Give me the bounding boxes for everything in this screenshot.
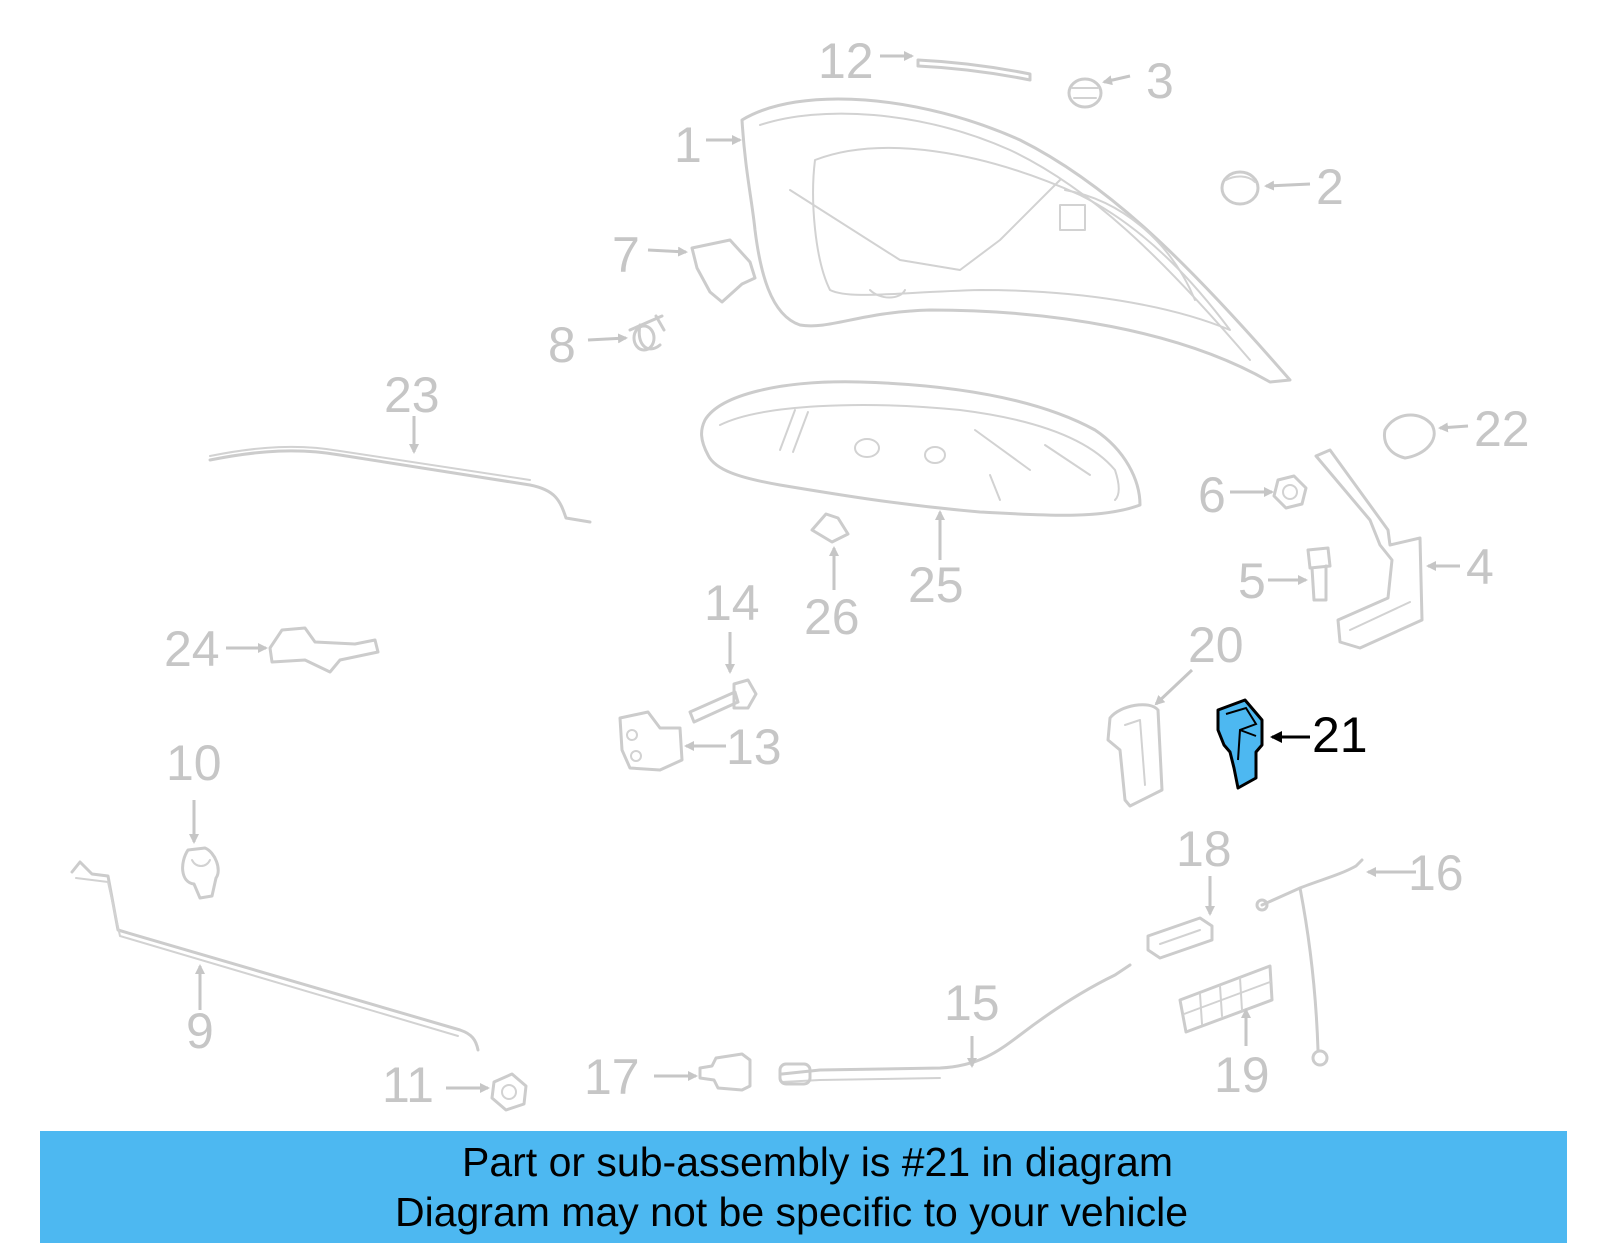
leader-7 (647, 246, 688, 257)
callout-17: 17 (584, 1049, 640, 1105)
callout-15: 15 (944, 975, 1000, 1031)
callout-9: 9 (186, 1003, 214, 1059)
callout-6: 6 (1198, 467, 1226, 523)
part-15-release-cable (778, 963, 1132, 1086)
part-3-bumper (1067, 77, 1103, 109)
callout-5: 5 (1238, 553, 1266, 609)
part-16-release-handle (1255, 858, 1364, 1067)
callout-23: 23 (384, 367, 440, 423)
part-2-bumper (1220, 170, 1260, 206)
part-20-shield (1106, 703, 1164, 808)
callout-12: 12 (818, 33, 874, 89)
part-10-clip (181, 846, 220, 900)
callout-7: 7 (612, 227, 640, 283)
part-7-bracket (690, 238, 757, 304)
part-4-hinge (1314, 448, 1424, 650)
callout-2: 2 (1316, 159, 1344, 215)
part-6-nut (1272, 474, 1308, 510)
callout-24: 24 (164, 621, 220, 677)
part-12-seal (916, 58, 1032, 82)
part-19-grille (1178, 964, 1274, 1034)
callout-8: 8 (548, 317, 576, 373)
part-11-nut (490, 1072, 528, 1112)
callout-labels: 12 3 1 2 7 8 23 22 6 25 4 5 26 14 24 20 … (164, 33, 1530, 1113)
part-9-rod (70, 860, 480, 1052)
banner-disclaimer: Diagram may not be specific to your vehi… (394, 1189, 1188, 1235)
leader-22 (1438, 422, 1469, 433)
callout-19: 19 (1214, 1047, 1270, 1103)
callout-3: 3 (1146, 53, 1174, 109)
part-8-push-pin (628, 314, 666, 352)
part-26-bumper (810, 512, 850, 544)
callout-18: 18 (1176, 821, 1232, 877)
part-21-highlighted (1216, 698, 1264, 790)
callout-11: 11 (382, 1057, 434, 1113)
callout-22: 22 (1474, 401, 1530, 457)
leader-20 (1154, 668, 1194, 706)
callout-26: 26 (804, 589, 860, 645)
callout-25: 25 (908, 557, 964, 613)
part-23-prop-rod (208, 445, 592, 524)
part-13-latch (618, 710, 684, 772)
leader-arrows (189, 51, 1469, 1093)
callout-21: 21 (1312, 707, 1368, 763)
part-22-cap (1382, 413, 1436, 460)
part-18-pad (1146, 916, 1214, 960)
callout-4: 4 (1466, 539, 1494, 595)
leader-2 (1264, 180, 1311, 191)
part-25-hood-insulator (700, 380, 1142, 517)
part-1-hood-panel (740, 97, 1292, 384)
leader-3 (1102, 74, 1131, 86)
callout-13: 13 (726, 719, 782, 775)
part-14-bolt (688, 678, 758, 724)
callout-10: 10 (166, 735, 222, 791)
part-5-bolt (1306, 546, 1332, 602)
callout-16: 16 (1408, 845, 1464, 901)
leader-8 (587, 333, 628, 344)
banner-part-notice: Part or sub-assembly is #21 in diagram (462, 1139, 1173, 1185)
part-24-bracket (268, 626, 380, 674)
part-17-cable-end (698, 1052, 752, 1092)
info-banner: Part or sub-assembly is #21 in diagram D… (40, 1131, 1567, 1243)
callout-1: 1 (674, 117, 702, 173)
callout-20: 20 (1188, 617, 1244, 673)
callout-14: 14 (704, 575, 760, 631)
